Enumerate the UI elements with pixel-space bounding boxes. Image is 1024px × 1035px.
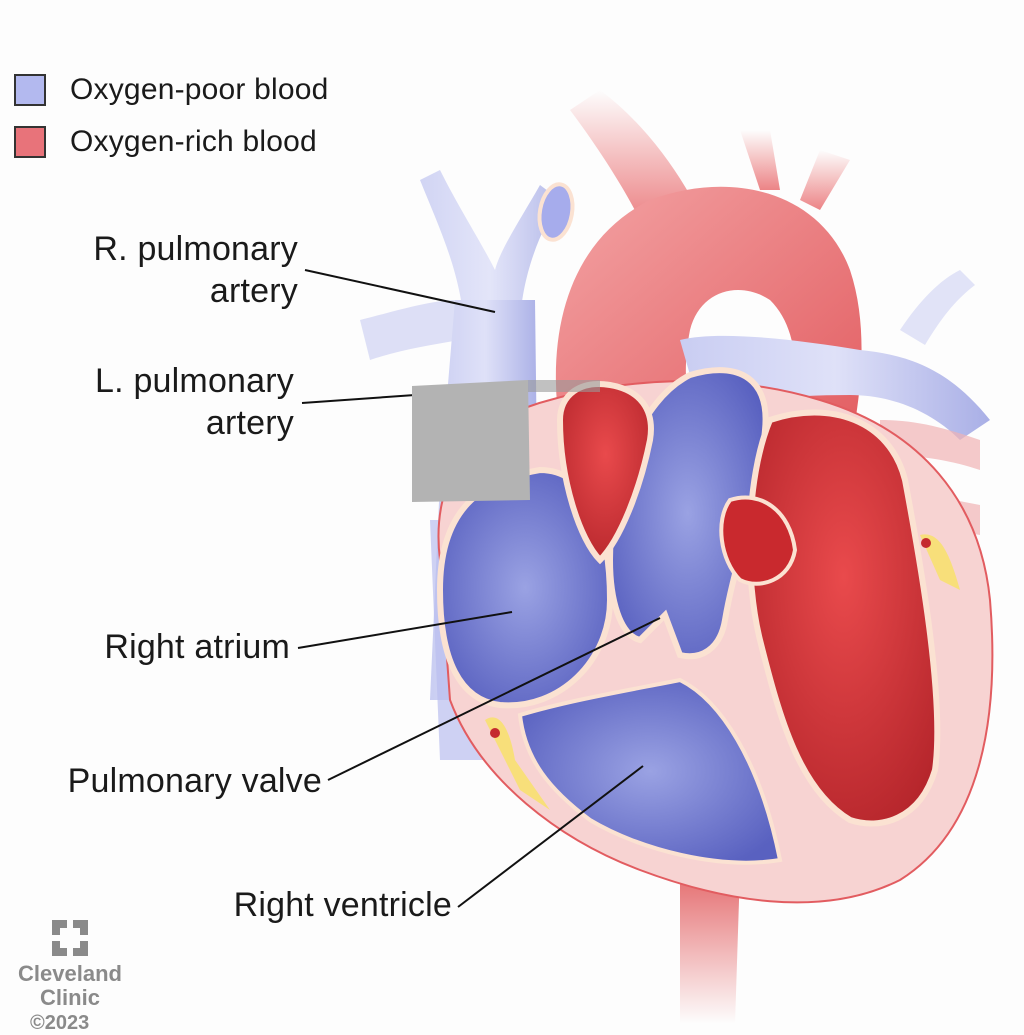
leader-lines <box>297 269 661 908</box>
label-right-ventricle: Right ventricle <box>233 886 452 924</box>
right-ventricle <box>517 677 783 865</box>
logo-text-line1: Cleveland <box>18 961 122 986</box>
label-pulmonary-valve: Pulmonary valve <box>67 762 322 800</box>
label-r-pulmonary-artery: R. pulmonary artery <box>93 228 298 312</box>
descending-aorta <box>680 870 740 1024</box>
label-line: artery <box>205 404 294 442</box>
legend-label: Oxygen-rich blood <box>70 125 317 158</box>
cleveland-clinic-mark-icon <box>52 920 88 956</box>
coronary-vessel-right <box>485 717 550 810</box>
label-right-atrium: Right atrium <box>104 628 290 666</box>
occluding-box <box>412 380 600 502</box>
legend-label: Oxygen-poor blood <box>70 73 329 106</box>
cleveland-clinic-logo: Cleveland Clinic <box>18 920 122 1010</box>
legend: Oxygen-poor blood Oxygen-rich blood <box>14 64 329 168</box>
label-line: L. pulmonary <box>95 362 294 400</box>
logo-text-line2: Clinic <box>40 985 100 1010</box>
legend-item-oxygen-rich: Oxygen-rich blood <box>14 116 329 168</box>
oxygen-rich-swatch <box>14 126 46 158</box>
aortic-valve <box>719 495 798 586</box>
label-line: artery <box>209 272 298 310</box>
oxygen-poor-swatch <box>14 74 46 106</box>
legend-item-oxygen-poor: Oxygen-poor blood <box>14 64 329 116</box>
label-l-pulmonary-artery: L. pulmonary artery <box>95 360 294 444</box>
left-ventricle <box>746 409 941 827</box>
coronary-vessel-left <box>920 534 960 590</box>
label-line: R. pulmonary <box>93 230 298 268</box>
